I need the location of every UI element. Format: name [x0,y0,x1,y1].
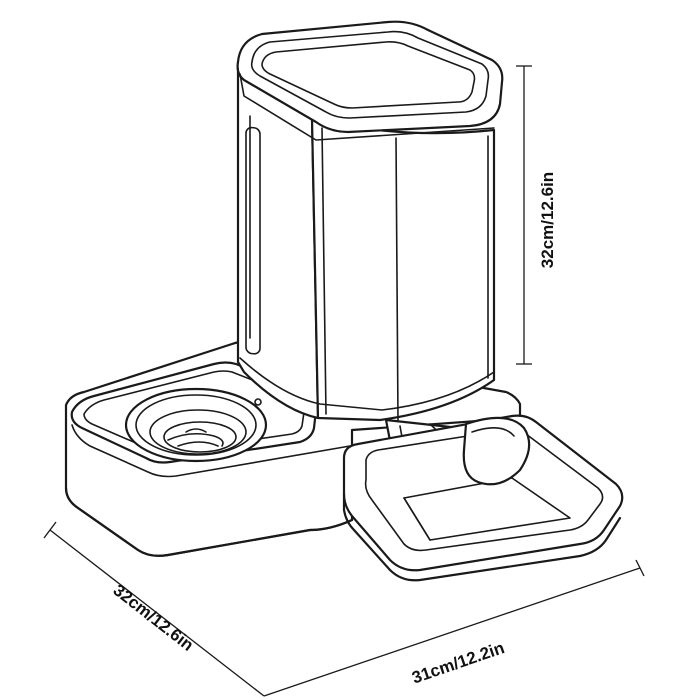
right-bowl [342,414,624,582]
hopper-tank [236,60,496,422]
height-dimension-label: 32cm/12.6in [538,172,557,268]
depth-dimension-tick-left [43,521,57,539]
width-dimension-tick-right [635,559,645,577]
depth-dimension-label: 32cm/12.6in [110,581,198,655]
depth-dimension-line [49,529,265,697]
hopper-lid [236,20,504,141]
left-bowl [70,361,318,464]
width-dimension-line [263,567,641,697]
height-dimension: 32cm/12.6in [516,65,557,365]
width-dimension: 31cm/12.2in [263,559,645,697]
width-dimension-label: 31cm/12.2in [410,638,507,687]
